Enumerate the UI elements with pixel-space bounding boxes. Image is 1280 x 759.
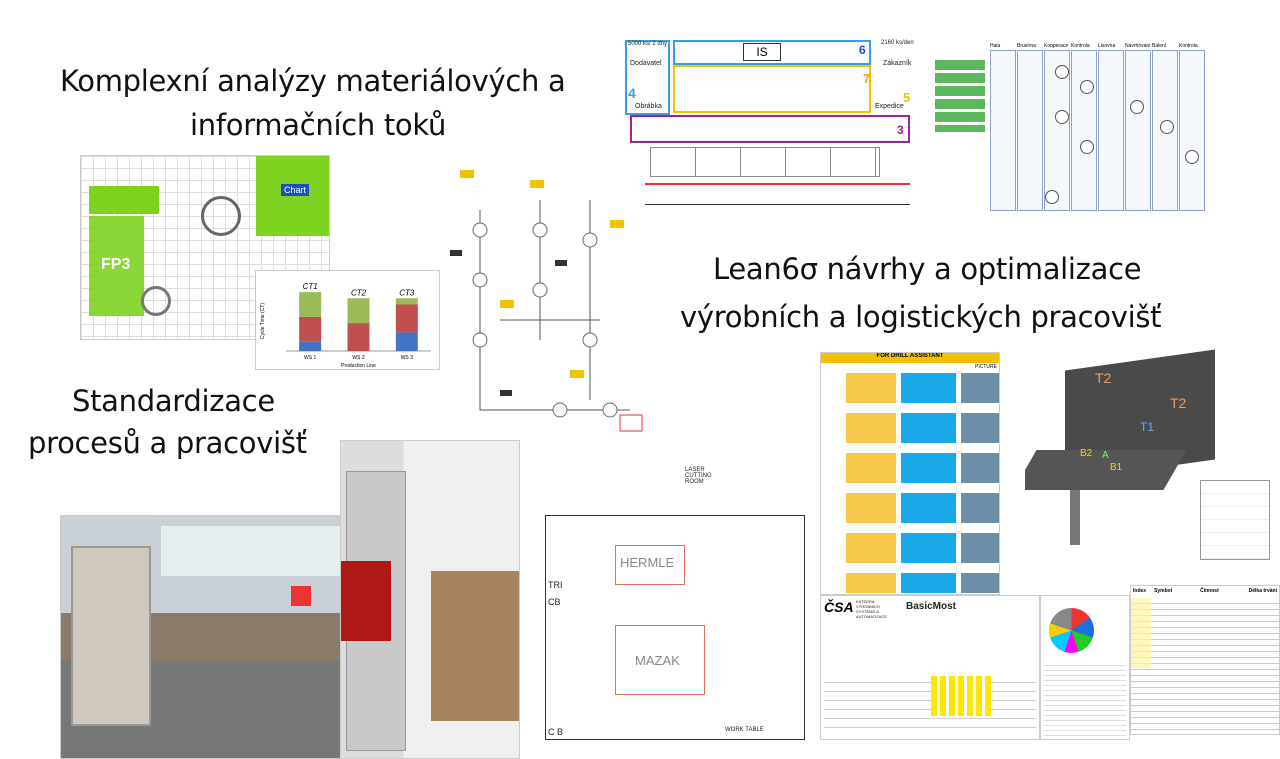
heading-standard-line1: Standardizace (72, 384, 275, 418)
supplier-label: Dodavatel (630, 60, 662, 67)
label-b1: B1 (1110, 462, 1123, 473)
pie-sheet (1040, 595, 1130, 740)
bar-segment (299, 316, 322, 342)
col-index: Index (1133, 588, 1147, 594)
picture-column: PICTURE (975, 364, 997, 370)
col-symbol: Symbol (1154, 588, 1173, 594)
vsm-number: 5 (903, 90, 911, 105)
floorplan-image: FP3 Chart (80, 155, 330, 340)
bar-label: CT1 (303, 282, 318, 291)
bar-segment (299, 292, 322, 317)
x-axis-label: Production Line (341, 363, 376, 369)
label-a: A (1102, 450, 1109, 461)
work-instruction: FOR DRILL ASSISTANT PICTURE (820, 352, 1000, 595)
cb-label: CB (548, 597, 561, 607)
hermle-label: HERMLE (620, 555, 675, 570)
chart-button: Chart (281, 184, 310, 196)
bar-segment (347, 298, 370, 324)
x-tick-label: WS 3 (401, 355, 413, 361)
bar-segment (347, 323, 370, 351)
bar-segment (395, 298, 418, 305)
vsm-number: 3 (897, 123, 904, 137)
col-activity: Činnost (1200, 588, 1219, 594)
bar-label: CT3 (399, 288, 415, 297)
dept-label: KATEDRA VÝROBNÍCH SYSTÉMŮ A AUTOMATIZACE (856, 599, 887, 619)
label-b2: B2 (1080, 448, 1093, 459)
expedice-label: Expedice (875, 103, 904, 110)
cb-label-2: C B (548, 727, 564, 737)
workshop-layout: LASER CUTTING ROOM HERMLE MAZAK WORK TAB… (520, 455, 815, 745)
bar-segment (395, 304, 418, 333)
bar-segment (395, 332, 418, 351)
process-flow-diagram (440, 140, 645, 435)
customer-label: Zákazník (883, 60, 912, 67)
csa-logo: ČSA (824, 599, 854, 615)
tri-label: TRI (548, 580, 563, 590)
label-t2: T2 (1095, 370, 1112, 386)
bar-label: CT2 (351, 288, 367, 297)
vsm-number: 7 (863, 71, 871, 86)
heading-standard-line2: procesů a pracovišť (28, 426, 307, 460)
x-tick-label: WS 1 (304, 355, 316, 361)
y-axis-label: Cycle Time (CT) (260, 303, 266, 339)
basicmost-title: BasicMost (906, 601, 957, 612)
mazak-label: MAZAK (635, 653, 680, 668)
area-label: FP3 (101, 256, 131, 273)
vsm-number: 6 (859, 43, 866, 57)
col-duration: Délka trvání (1248, 588, 1277, 594)
is-box: IS (743, 43, 781, 61)
x-tick-label: WS 2 (352, 355, 364, 361)
label-t1: T1 (1140, 420, 1155, 434)
obrabka-label: Obrábka (635, 103, 662, 110)
customer-qty: 2160 ks/den (881, 40, 914, 46)
heading-lean-line1: Lean6σ návrhy a optimalizace (713, 252, 1142, 286)
vsm-number: 4 (628, 85, 636, 101)
heading-lean-line2: výrobních a logistických pracovišť (680, 300, 1162, 334)
bar-segment (299, 341, 322, 351)
cabinet-photo (340, 440, 520, 759)
symbols-table: Index Symbol Činnost Délka trvání (1130, 585, 1280, 735)
instruction-title: FOR DRILL ASSISTANT (821, 353, 999, 363)
cycle-time-chart: Cycle Time (CT) Production Line WS 1 CT1 WS … (255, 270, 440, 370)
supplier-qty: 5000 ks/ 2 dny (628, 41, 668, 47)
laser-room-label: LASER CUTTING ROOM (685, 467, 712, 485)
heading-analysis-line2: informačních toků (190, 108, 447, 142)
basicmost-sheet: ČSA KATEDRA VÝROBNÍCH SYSTÉMŮ A AUTOMATI… (820, 595, 1040, 740)
label-t2: T2 (1170, 395, 1187, 411)
workstation-3d: T2 T2 T1 B2 A B1 (1025, 340, 1270, 570)
value-stream-map: 5000 ks/ 2 dny Dodavatel 4 Obrábka IS 6 … (625, 35, 915, 210)
workshop-photo (60, 515, 390, 759)
work-table-label: WORK TABLE (725, 727, 764, 733)
heading-analysis-line1: Komplexní analýzy materiálových a (60, 64, 566, 98)
